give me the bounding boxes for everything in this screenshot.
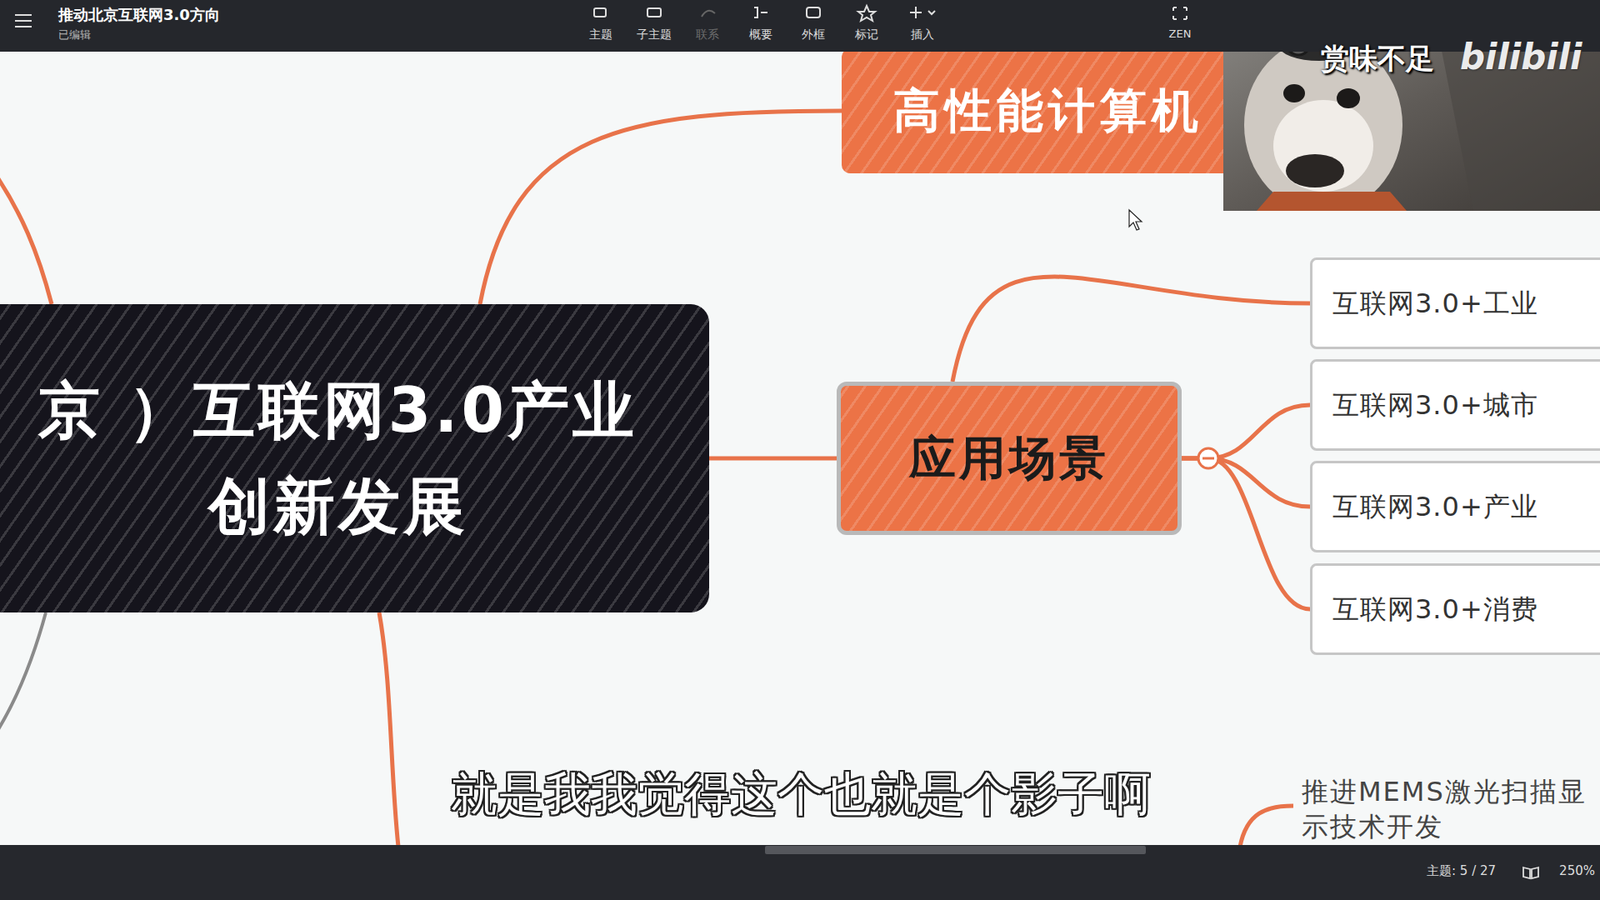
branch-line bbox=[1240, 805, 1294, 847]
topic-text: 互联网3.0+城市 bbox=[1332, 389, 1539, 421]
topic-text: 互联网3.0+产业 bbox=[1332, 490, 1539, 523]
topic-text: 互联网3.0+消费 bbox=[1332, 593, 1539, 625]
scrollbar bbox=[765, 845, 1146, 855]
branch-line bbox=[0, 175, 52, 305]
video-subtitle: 就是我我觉得这个也就是个影子啊 bbox=[450, 763, 1151, 827]
subtopic-box: 互联网3.0+城市 bbox=[1310, 359, 1600, 451]
main-topic: 高性能计算机 bbox=[841, 48, 1275, 174]
branch-connector bbox=[480, 110, 842, 305]
book-icon bbox=[1521, 865, 1540, 880]
branch-connector bbox=[1181, 458, 1310, 610]
branch-connector bbox=[952, 276, 1310, 382]
root-topic: 京 ）互联网3.0产业创新发展 bbox=[0, 304, 710, 613]
mouse-cursor bbox=[1129, 210, 1142, 230]
branch-connector bbox=[709, 458, 837, 460]
subtopic-box: 互联网3.0+产业 bbox=[1310, 460, 1600, 553]
topic-text: 互联网3.0+工业 bbox=[1332, 287, 1539, 320]
topic-text: 推进MEMS激光扫描显示技术开发 bbox=[1301, 775, 1589, 845]
subtopic-box: 互联网3.0+工业 bbox=[1310, 257, 1600, 350]
branch-line bbox=[0, 612, 46, 734]
main-topic: 应用场景 bbox=[836, 381, 1182, 535]
topic-text: 高性能计算机 bbox=[893, 82, 1204, 139]
subtopic-text: 推进MEMS激光扫描显示技术开发 bbox=[1296, 768, 1594, 852]
topic-text: 京 ）互联网3.0产业 bbox=[38, 362, 638, 459]
app-toolbar bbox=[0, 0, 1600, 52]
collapse-button bbox=[1195, 445, 1221, 471]
topic-text: 创新发展 bbox=[208, 458, 469, 555]
toolbar-icons bbox=[0, 0, 1600, 52]
subtopic-box: 互联网3.0+消费 bbox=[1310, 563, 1600, 655]
status-bar bbox=[0, 845, 1600, 900]
branch-line bbox=[379, 612, 399, 847]
topic-text: 应用场景 bbox=[909, 430, 1110, 486]
